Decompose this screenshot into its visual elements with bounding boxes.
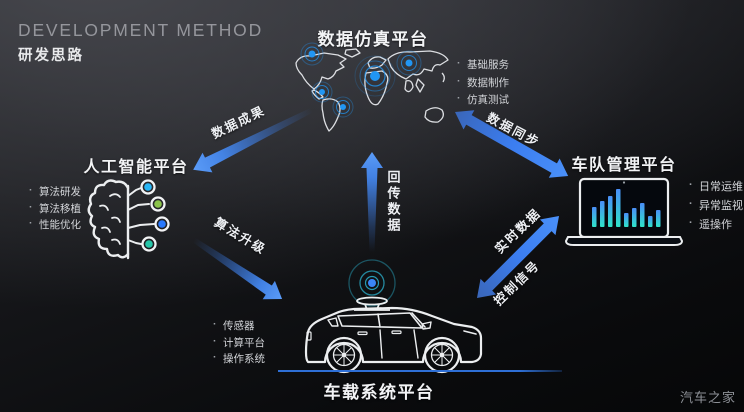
arrow-sim-to-ai [193, 107, 314, 173]
arrow-vehicle-to-sim [361, 152, 383, 252]
ai-brain-icon [87, 179, 170, 260]
arrow-sim-fleet-sync [455, 110, 569, 178]
simulation-bullet-list: 基础服务 数据制作 仿真测试 [456, 58, 509, 113]
list-item: 基础服务 [456, 58, 509, 71]
vehicle-accent-line [278, 370, 562, 372]
laptop-camera-dot [622, 181, 626, 184]
car-wheels [325, 336, 461, 374]
fleet-bullet-list: 日常运维 异常监视 遥操作 [688, 180, 743, 239]
list-item: 遥操作 [688, 218, 743, 231]
list-item: 算法研发 [28, 185, 81, 198]
list-item: 日常运维 [688, 180, 743, 193]
lidar-rings [348, 259, 396, 307]
watermark: 汽车之家 [679, 390, 736, 405]
map-radar-points [300, 42, 422, 118]
arrow-vehicle-fleet [477, 215, 560, 298]
header-block: DEVELOPMENT METHOD 研发思路 [18, 20, 263, 65]
arrow-label-upload-data: 回传数据 [385, 170, 401, 234]
list-item: 异常监视 [688, 199, 743, 212]
list-item: 计算平台 [212, 336, 265, 349]
list-item: 操作系统 [212, 352, 265, 365]
list-item: 数据制作 [456, 76, 509, 89]
ai-bullet-list: 算法研发 算法移植 性能优化 [28, 185, 81, 237]
fleet-platform-title: 车队管理平台 [571, 157, 677, 174]
vehicle-platform-title: 车载系统平台 [323, 383, 435, 402]
list-item: 性能优化 [28, 218, 81, 231]
page-title-cn: 研发思路 [18, 48, 84, 64]
laptop-icon [564, 177, 684, 246]
vehicle-bullet-list: 传感器 计算平台 操作系统 [212, 319, 265, 371]
laptop-bar-chart [592, 189, 661, 227]
list-item: 仿真测试 [456, 93, 509, 106]
arrow-ai-to-vehicle [192, 237, 283, 300]
list-item: 传感器 [212, 319, 265, 332]
vehicle-car-icon [304, 259, 483, 374]
world-map-icon [295, 42, 449, 132]
list-item: 算法移植 [28, 202, 81, 215]
ai-platform-title: 人工智能平台 [83, 159, 189, 176]
page-title-en: DEVELOPMENT METHOD [18, 20, 264, 40]
simulation-platform-title: 数据仿真平台 [317, 30, 429, 49]
ai-nodes [140, 179, 170, 252]
